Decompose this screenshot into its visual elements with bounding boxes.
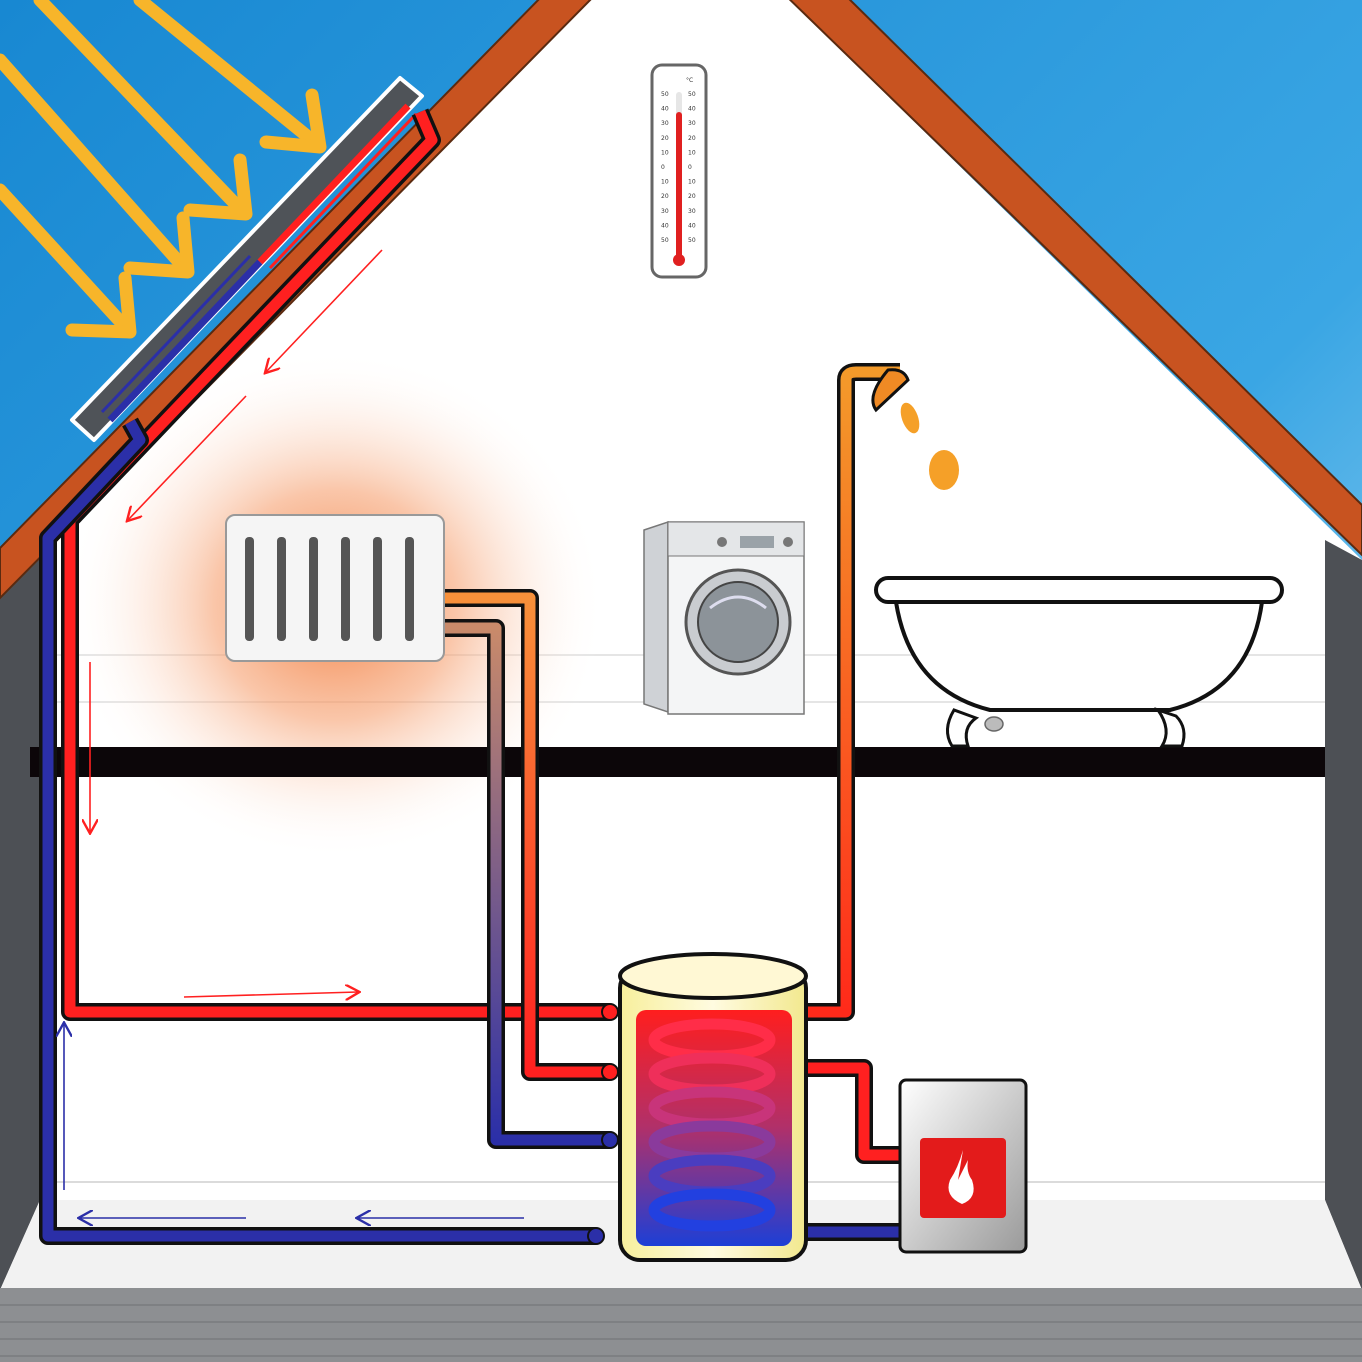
water-drop	[929, 450, 959, 490]
thermometer-tick-label: 30	[661, 208, 669, 215]
flow-arrows	[64, 249, 524, 1218]
flame-icon	[948, 1150, 974, 1204]
thermometer-tick-label: 50	[688, 237, 696, 244]
sun-rays	[0, 0, 327, 339]
thermometer-tick-label: 20	[688, 193, 696, 200]
washing-machine	[643, 520, 805, 715]
solar-collector	[70, 76, 424, 442]
thermometer-tick-label: 40	[688, 222, 696, 229]
foundation-bricks	[0, 1304, 1362, 1357]
bathtub	[874, 576, 1284, 748]
thermometer-tick-label: 50	[661, 91, 669, 98]
thermometer-tick-label: 10	[688, 149, 696, 156]
thermometer-tick-label: 0	[661, 164, 665, 171]
radiator-return-pipe	[440, 619, 610, 1149]
heat-exchanger-coil	[648, 1018, 776, 1232]
thermometer-tick-label: 20	[688, 135, 696, 142]
shower	[871, 368, 959, 490]
thermometer-scale-left: 50 40 30 20 10 0 10 20 30 40 50	[661, 91, 669, 244]
radiator-supply-pipe	[440, 589, 610, 1081]
hot-water-supply-pipe	[800, 363, 900, 1021]
thermometer-tick-label: 30	[688, 120, 696, 127]
thermometer-tick-label: 40	[661, 222, 669, 229]
thermometer: °C 50 40 30 20 10 0 10 20 30 40 50 50 40 30 20 10 0 10 20…	[650, 63, 708, 279]
thermometer-unit: °C	[686, 77, 693, 84]
thermometer-tick-label: 20	[661, 193, 669, 200]
floor-slab	[30, 747, 1325, 777]
thermometer-tick-label: 0	[688, 164, 692, 171]
thermometer-tick-label: 10	[661, 179, 669, 186]
foundation	[0, 1288, 1362, 1362]
thermometer-tick-label: 10	[661, 149, 669, 156]
hot-water-storage-tank	[587, 952, 808, 1262]
thermometer-scale-right: 50 40 30 20 10 0 10 20 30 40 50	[688, 91, 696, 244]
water-drop	[900, 402, 920, 434]
wall-right	[1325, 540, 1362, 1290]
wall-left	[0, 520, 40, 1290]
thermometer-tick-label: 40	[688, 106, 696, 113]
thermometer-tick-label: 10	[688, 179, 696, 186]
radiator	[225, 514, 445, 662]
boiler-hot-pipe	[800, 1059, 906, 1164]
thermometer-tick-label: 50	[661, 237, 669, 244]
roof-right	[788, 0, 1362, 557]
thermometer-tick-label: 20	[661, 135, 669, 142]
thermometer-tick-label: 50	[688, 91, 696, 98]
thermometer-tick-label: 30	[688, 208, 696, 215]
thermometer-tick-label: 40	[661, 106, 669, 113]
thermometer-tick-label: 30	[661, 120, 669, 127]
solar-cold-pipe	[39, 417, 596, 1245]
boiler	[898, 1078, 1028, 1254]
